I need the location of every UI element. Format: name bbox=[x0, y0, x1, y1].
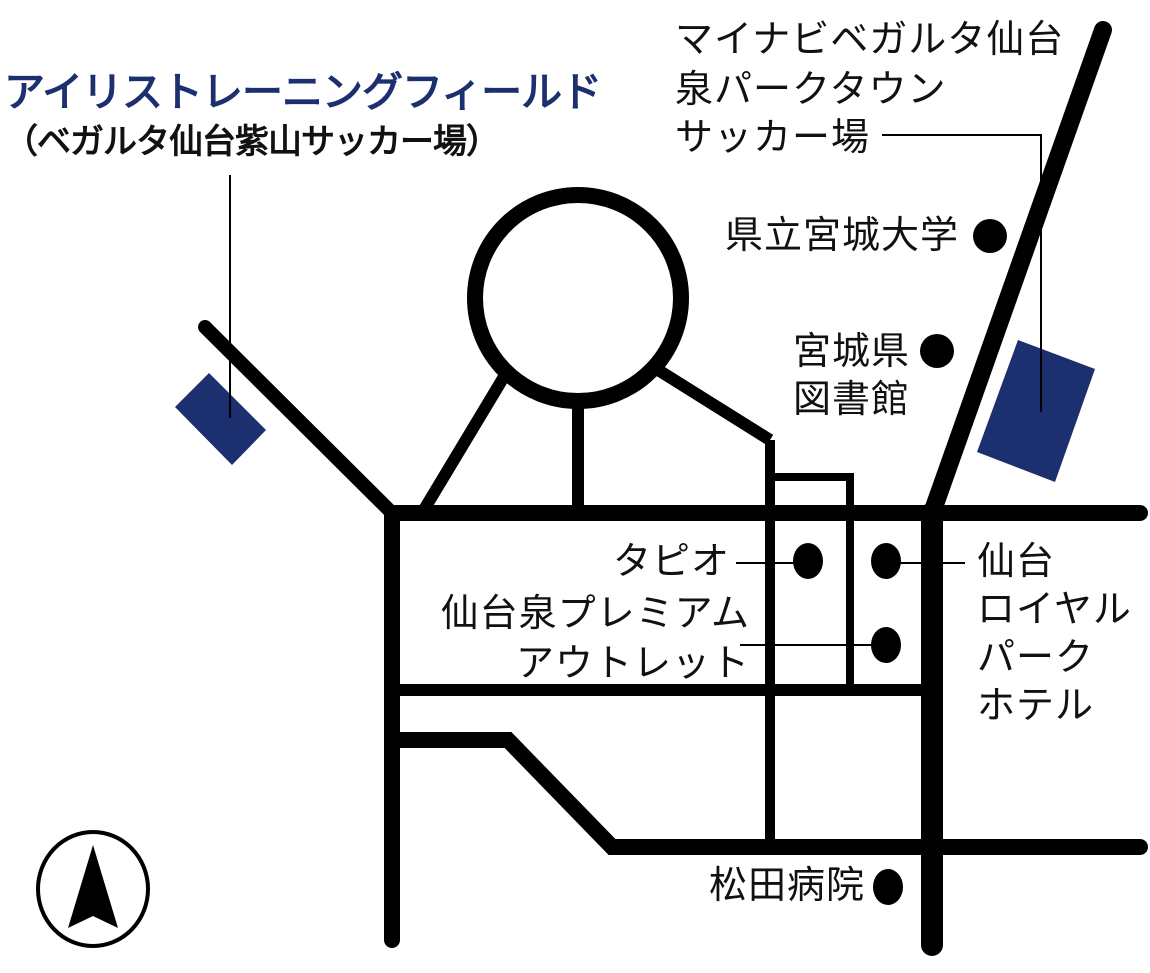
roundabout bbox=[467, 187, 689, 409]
field-shiyama bbox=[175, 373, 266, 465]
dot-outlet bbox=[871, 627, 901, 663]
label-park-town-3: サッカー場 bbox=[675, 115, 871, 159]
dot-tapio bbox=[793, 543, 823, 579]
label-hotel-1: 仙台 bbox=[977, 539, 1056, 583]
label-hotel-4: ホテル bbox=[977, 683, 1095, 727]
label-hotel-3: パーク bbox=[977, 635, 1095, 679]
label-park-town-2: 泉パークタウン bbox=[675, 67, 947, 111]
dot-university bbox=[973, 219, 1007, 253]
label-tapio: タピオ bbox=[612, 539, 730, 583]
label-university: 県立宮城大学 bbox=[725, 213, 960, 257]
road-lower-winding bbox=[384, 732, 1148, 855]
label-library-1: 宮城県 bbox=[793, 329, 911, 373]
dot-hotel bbox=[871, 543, 901, 579]
label-library-2: 図書館 bbox=[793, 377, 911, 421]
label-park-town-1: マイナビベガルタ仙台 bbox=[675, 17, 1065, 61]
label-hospital: 松田病院 bbox=[708, 863, 865, 907]
dot-library bbox=[920, 334, 954, 368]
label-hotel-2: ロイヤル bbox=[977, 587, 1132, 631]
label-outlet-2: アウトレット bbox=[515, 641, 750, 685]
field-park-town bbox=[977, 340, 1095, 482]
label-outlet-1: 仙台泉プレミアム bbox=[440, 591, 750, 635]
field-subtitle: （ベガルタ仙台紫山サッカー場） bbox=[4, 122, 500, 162]
road-small-loop bbox=[770, 473, 854, 690]
field-title: アイリストレーニングフィールド bbox=[4, 68, 602, 116]
road-northeast-diagonal bbox=[923, 21, 1112, 522]
dot-hospital bbox=[873, 869, 903, 905]
north-arrow-icon bbox=[36, 830, 150, 948]
road-northwest-diagonal bbox=[198, 320, 399, 520]
